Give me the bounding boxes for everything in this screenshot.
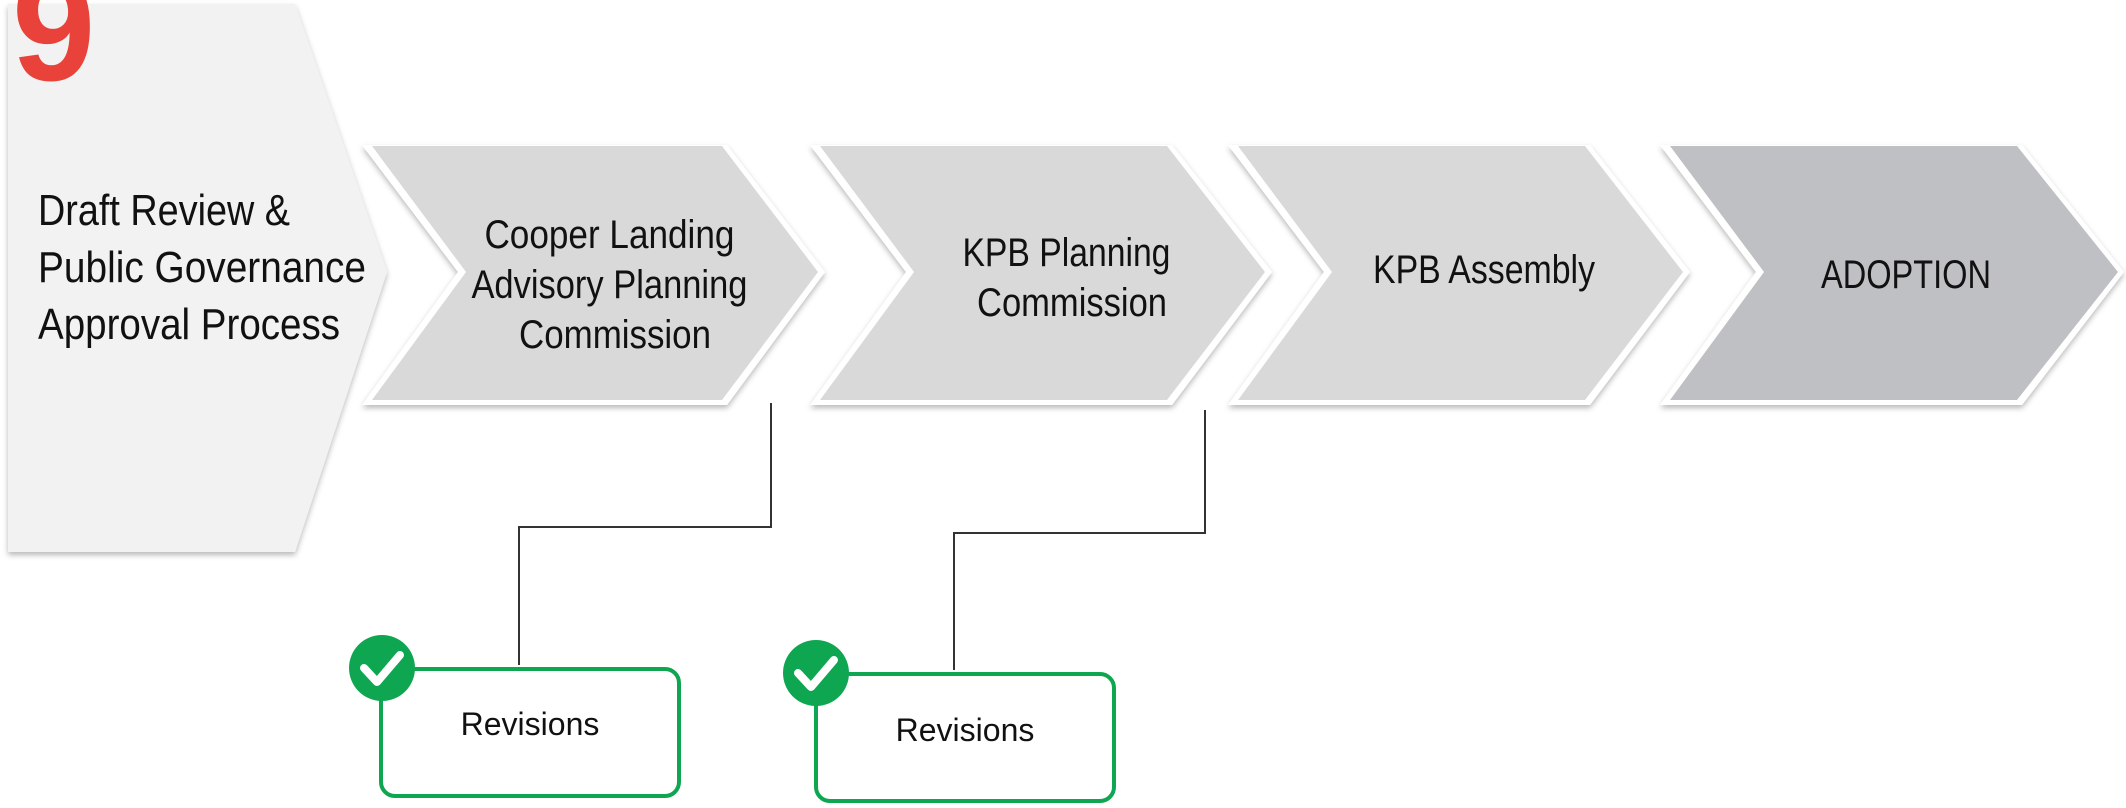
chevron-4-line-1: ADOPTION [1821, 253, 1991, 297]
svg-text:KPB Planning Commission: KPB Planning Commission [962, 231, 1181, 325]
intro-line-1: Draft Review & [38, 186, 290, 235]
revision-label-1: Revisions [461, 706, 600, 742]
svg-text:ADOPTION: ADOPTION [1821, 253, 1991, 297]
check-circle-icon [783, 640, 849, 706]
intro-line-2: Public Governance [38, 243, 366, 292]
chevron-2-line-1: KPB Planning [962, 231, 1170, 275]
intro-shape [8, 4, 387, 552]
chevron-3-line-1: KPB Assembly [1373, 248, 1595, 292]
svg-text:KPB Assembly: KPB Assembly [1373, 248, 1595, 292]
chevron-1-line-2: Advisory Planning [471, 263, 747, 307]
chevron-kpb-assembly: KPB Assembly [1228, 145, 1690, 405]
chevron-cooper-landing: Cooper Landing Advisory Planning Commiss… [362, 145, 825, 405]
step-number: 9 [12, 0, 95, 112]
chevron-2-line-2: Commission [977, 281, 1167, 325]
chevron-1-line-1: Cooper Landing [484, 213, 734, 257]
connector-line-1 [518, 403, 772, 665]
intro-line-3: Approval Process [38, 300, 340, 349]
svg-text:Cooper Landing Advisory: Cooper Landing Advisory Planning Commiss… [471, 213, 758, 357]
chevron-kpb-planning: KPB Planning Commission [810, 145, 1272, 405]
check-circle-icon [349, 635, 415, 701]
intro-title: Draft Review & Public Governance Approva… [38, 186, 378, 349]
revision-label-2: Revisions [896, 712, 1035, 748]
chevron-adoption: ADOPTION [1660, 145, 2124, 405]
revision-box-2: Revisions [783, 640, 1116, 803]
connector-line-2 [953, 410, 1206, 670]
revision-box-1: Revisions [349, 635, 681, 798]
chevron-1-line-3: Commission [519, 313, 711, 357]
